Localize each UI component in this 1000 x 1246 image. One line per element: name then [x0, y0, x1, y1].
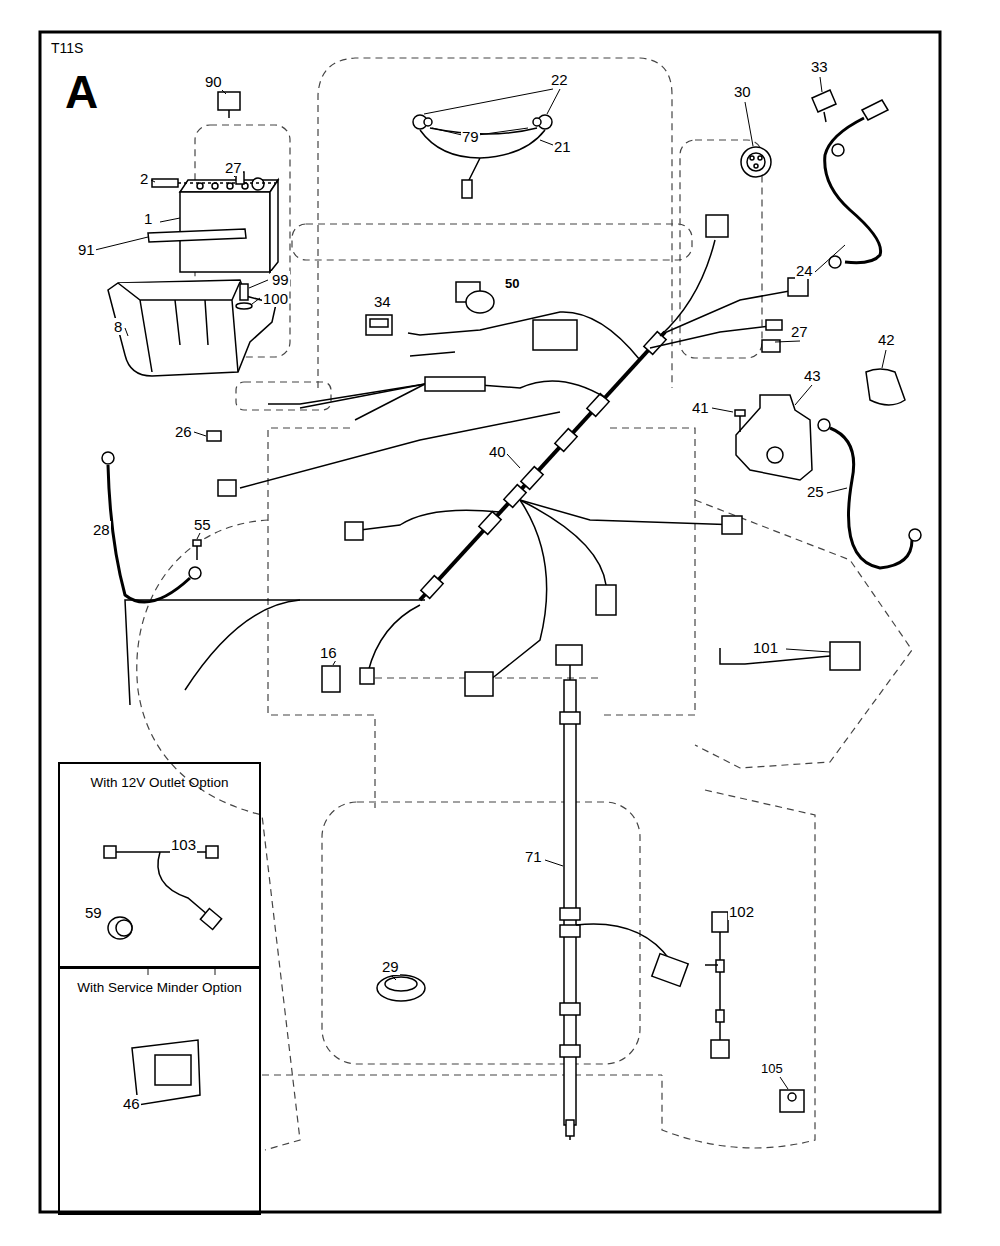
callout-number: 26 — [174, 423, 193, 440]
leader-lines — [95, 77, 886, 1089]
drawing-code: T11S — [50, 40, 84, 56]
callout-number: 50 — [504, 276, 520, 291]
callout-number: 90 — [204, 73, 223, 90]
callout-number: 16 — [319, 644, 338, 661]
callout-number: 41 — [691, 399, 710, 416]
callout-number: 8 — [113, 318, 123, 335]
callout-number: 42 — [877, 331, 896, 348]
callout-number: 99 — [271, 271, 290, 288]
callout-number: 28 — [92, 521, 111, 538]
page-frame — [40, 32, 940, 1212]
callout-number: 71 — [524, 848, 543, 865]
callout-number: 91 — [77, 241, 96, 258]
option-box: With Service Minder Option 46 — [58, 967, 261, 1215]
callout-number: 79 — [461, 128, 480, 145]
callout-number: 21 — [553, 138, 572, 155]
callout-number: 43 — [803, 367, 822, 384]
callout-number: 27 — [790, 323, 809, 340]
option-heading: With 12V Outlet Option — [60, 774, 259, 792]
callout-number: 46 — [122, 1095, 141, 1112]
callout-number: 1 — [143, 210, 153, 227]
callout-number: 102 — [728, 903, 755, 920]
callout-number: 22 — [550, 71, 569, 88]
callout-number: 27 — [224, 159, 243, 176]
callout-number: 59 — [84, 904, 103, 921]
callout-number: 40 — [488, 443, 507, 460]
tractor-outline — [137, 58, 912, 1150]
callout-number: 24 — [795, 262, 814, 279]
callout-number: 100 — [262, 290, 289, 307]
option-heading: With Service Minder Option — [60, 979, 259, 997]
callout-number: 34 — [373, 293, 392, 310]
callout-number: 101 — [752, 639, 779, 656]
figure-letter: A — [64, 66, 99, 119]
callout-number: 30 — [733, 83, 752, 100]
callout-number: 103 — [170, 836, 197, 853]
callout-number: 25 — [806, 483, 825, 500]
callout-number: 2 — [139, 170, 149, 187]
callout-number: 105 — [760, 1061, 784, 1076]
callout-number: 33 — [810, 58, 829, 75]
option-box: With 12V Outlet Option 103 59 — [58, 762, 261, 968]
callout-number: 55 — [193, 516, 212, 533]
callout-number: 29 — [381, 958, 400, 975]
